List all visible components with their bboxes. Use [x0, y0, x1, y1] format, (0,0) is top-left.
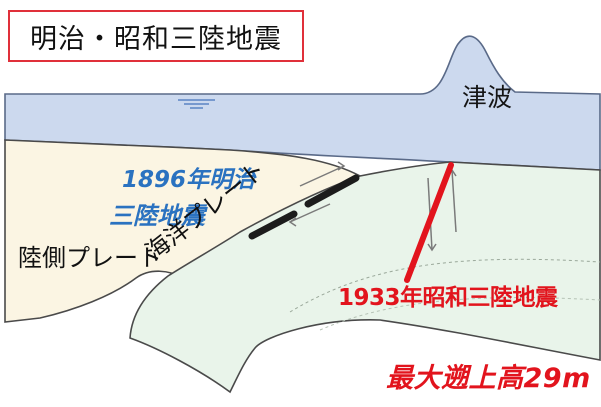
diagram-title: 明治・昭和三陸地震 [8, 10, 304, 62]
meiji-rupture-zone-lower [248, 210, 298, 240]
showa-fault-line [404, 162, 454, 283]
tsunami-label: 津波 [462, 83, 513, 112]
meiji-quake-label-line1: 1896年明治 [122, 167, 256, 193]
plate-inner-boundary [289, 258, 601, 313]
showa-quake-label: 1933年昭和三陸地震 [338, 285, 558, 311]
continental-plate-label: 陸側プレート [18, 244, 162, 272]
oceanic-plate [129, 161, 601, 394]
max-runup-label: 最大遡上高29m [386, 363, 591, 394]
plate-lower-boundary [319, 297, 601, 331]
meiji-rupture-zone [304, 174, 360, 208]
water-level-marks [178, 99, 215, 109]
meiji-quake-label-line2: 三陸地震 [109, 202, 205, 230]
